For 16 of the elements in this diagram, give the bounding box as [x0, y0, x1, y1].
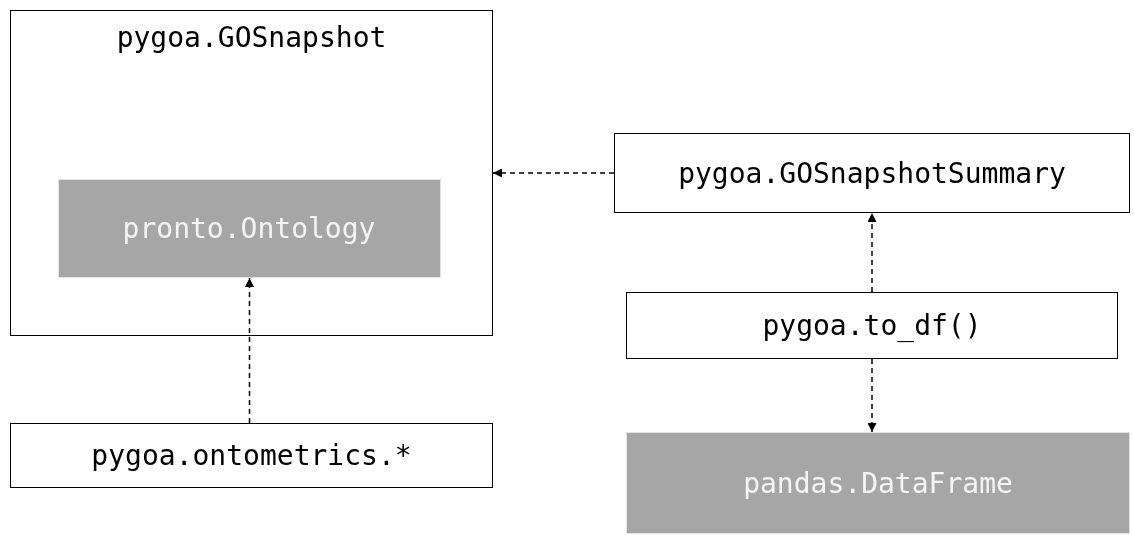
class-box — [10, 423, 493, 488]
dashed-arrow — [867, 358, 877, 433]
node-label: pygoa.to_df() — [762, 309, 982, 342]
class-box — [614, 133, 1130, 213]
dashed-arrow — [492, 168, 615, 178]
filled-box — [626, 432, 1130, 534]
node-label: pronto.Ontology — [122, 211, 376, 245]
node-label: pygoa.ontometrics.* — [91, 439, 412, 472]
node-label: pygoa.GOSnapshot — [116, 21, 387, 54]
dashed-arrow — [867, 212, 877, 293]
filled-box — [57, 178, 441, 278]
class-box — [626, 292, 1118, 359]
node-label: pandas.DataFrame — [743, 466, 1013, 500]
dashed-arrow — [245, 277, 254, 424]
node-label: pygoa.GOSnapshotSummary — [678, 156, 1066, 190]
class-box — [10, 10, 493, 336]
